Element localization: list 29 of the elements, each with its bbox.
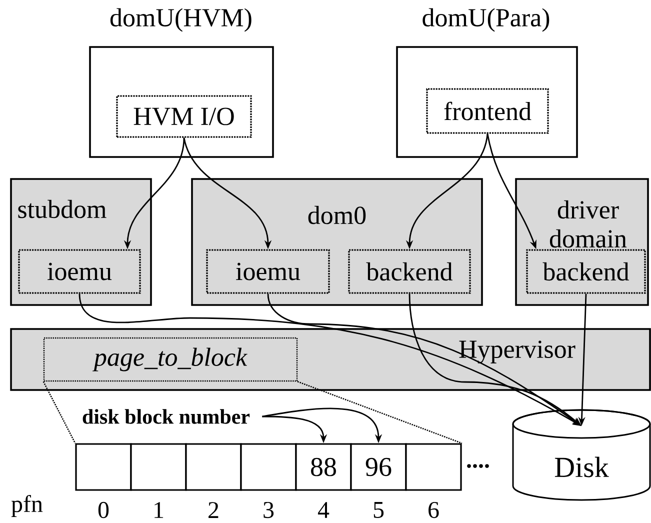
ellipsis-mark: .... [467,464,489,468]
disk-cylinder: Disk [512,409,651,501]
annotation-text: disk block number [82,409,250,424]
index-number: 2 [208,502,218,518]
component-box: frontend [426,88,549,134]
zoom-line [297,381,462,444]
table-cell [240,443,297,491]
node-label: domU(HVM) [110,8,252,32]
table-cell [405,443,462,491]
component-box: backend [348,249,471,294]
index-number: 3 [264,502,274,518]
component-box: ioemu [18,249,141,294]
function-box: page_to_block [43,337,298,382]
table-cell [75,443,132,491]
index-number: 0 [98,502,109,518]
table-cell: 88 [295,443,352,491]
component-box: backend [526,249,646,294]
node-label: domU(Para) [422,8,550,32]
axis-label: pfn [11,495,43,518]
component-box: HVM I/O [116,95,252,138]
component-box: ioemu [206,249,330,294]
index-number: 5 [374,502,384,518]
table-cell [130,443,187,491]
table-cell: 96 [350,443,407,491]
index-number: 4 [318,502,330,518]
zoom-line [42,381,76,444]
index-number: 6 [428,502,439,518]
index-number: 1 [154,502,164,518]
table-cell [185,443,242,491]
